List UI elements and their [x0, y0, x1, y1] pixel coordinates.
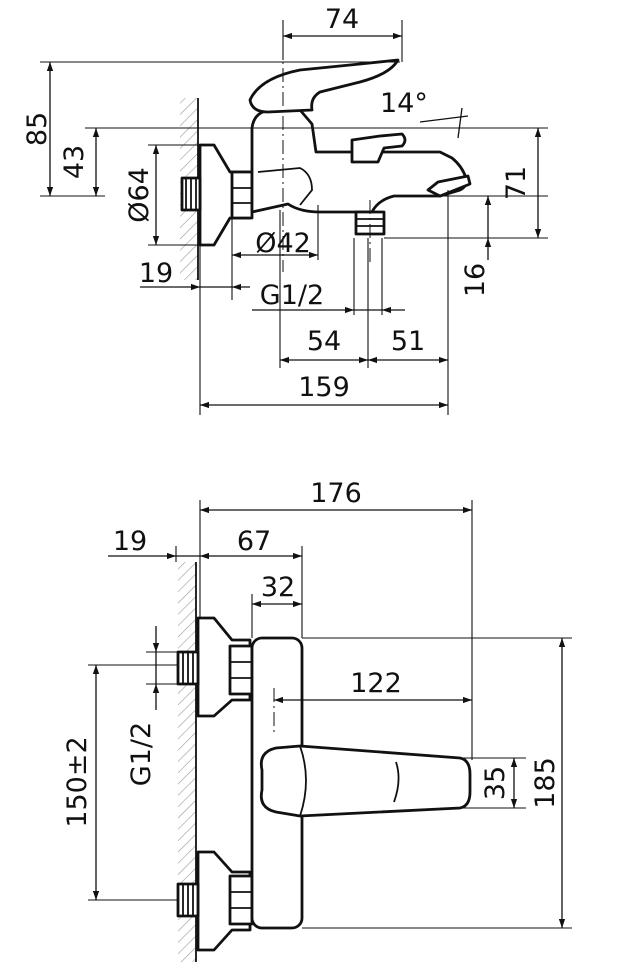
dim-74: 74 [325, 4, 359, 35]
lever-top [259, 744, 472, 818]
dim-150-2: 150±2 [62, 736, 93, 827]
dim-diameter-42: Ø42 [255, 228, 311, 259]
dim-67: 67 [237, 526, 271, 557]
dim-122: 122 [350, 668, 402, 699]
top-view: 176 19 67 32 122 G1/2 150±2 35 185 [62, 478, 572, 962]
hex-nut-side [230, 170, 254, 220]
dim-185: 185 [530, 757, 561, 809]
hex-nut-top-upper [228, 644, 254, 696]
dim-54: 54 [307, 326, 341, 357]
dim-diameter-64: Ø64 [124, 167, 155, 223]
thread-g12-side: G1/2 [260, 280, 324, 311]
diverter-side [350, 132, 407, 164]
spout-tip-side [426, 174, 472, 198]
dim-16: 16 [460, 263, 491, 297]
lever-side [248, 58, 400, 114]
dim-176: 176 [310, 478, 362, 509]
dim-35: 35 [480, 766, 511, 800]
dim-85: 85 [22, 112, 53, 146]
dim-159: 159 [298, 372, 350, 403]
dim-wall-19-side: 19 [139, 258, 173, 289]
dim-51: 51 [391, 326, 425, 357]
dim-angle-14: 14° [380, 88, 428, 119]
dim-wall-19-top: 19 [113, 526, 147, 557]
dim-43: 43 [59, 145, 90, 179]
hex-nut-top-lower [228, 874, 254, 926]
side-view: 74 85 43 Ø64 14° 71 Ø42 16 19 G1/2 [22, 4, 548, 415]
dim-71: 71 [501, 166, 532, 200]
dim-32: 32 [261, 572, 295, 603]
thread-g12-top: G1/2 [126, 722, 157, 786]
